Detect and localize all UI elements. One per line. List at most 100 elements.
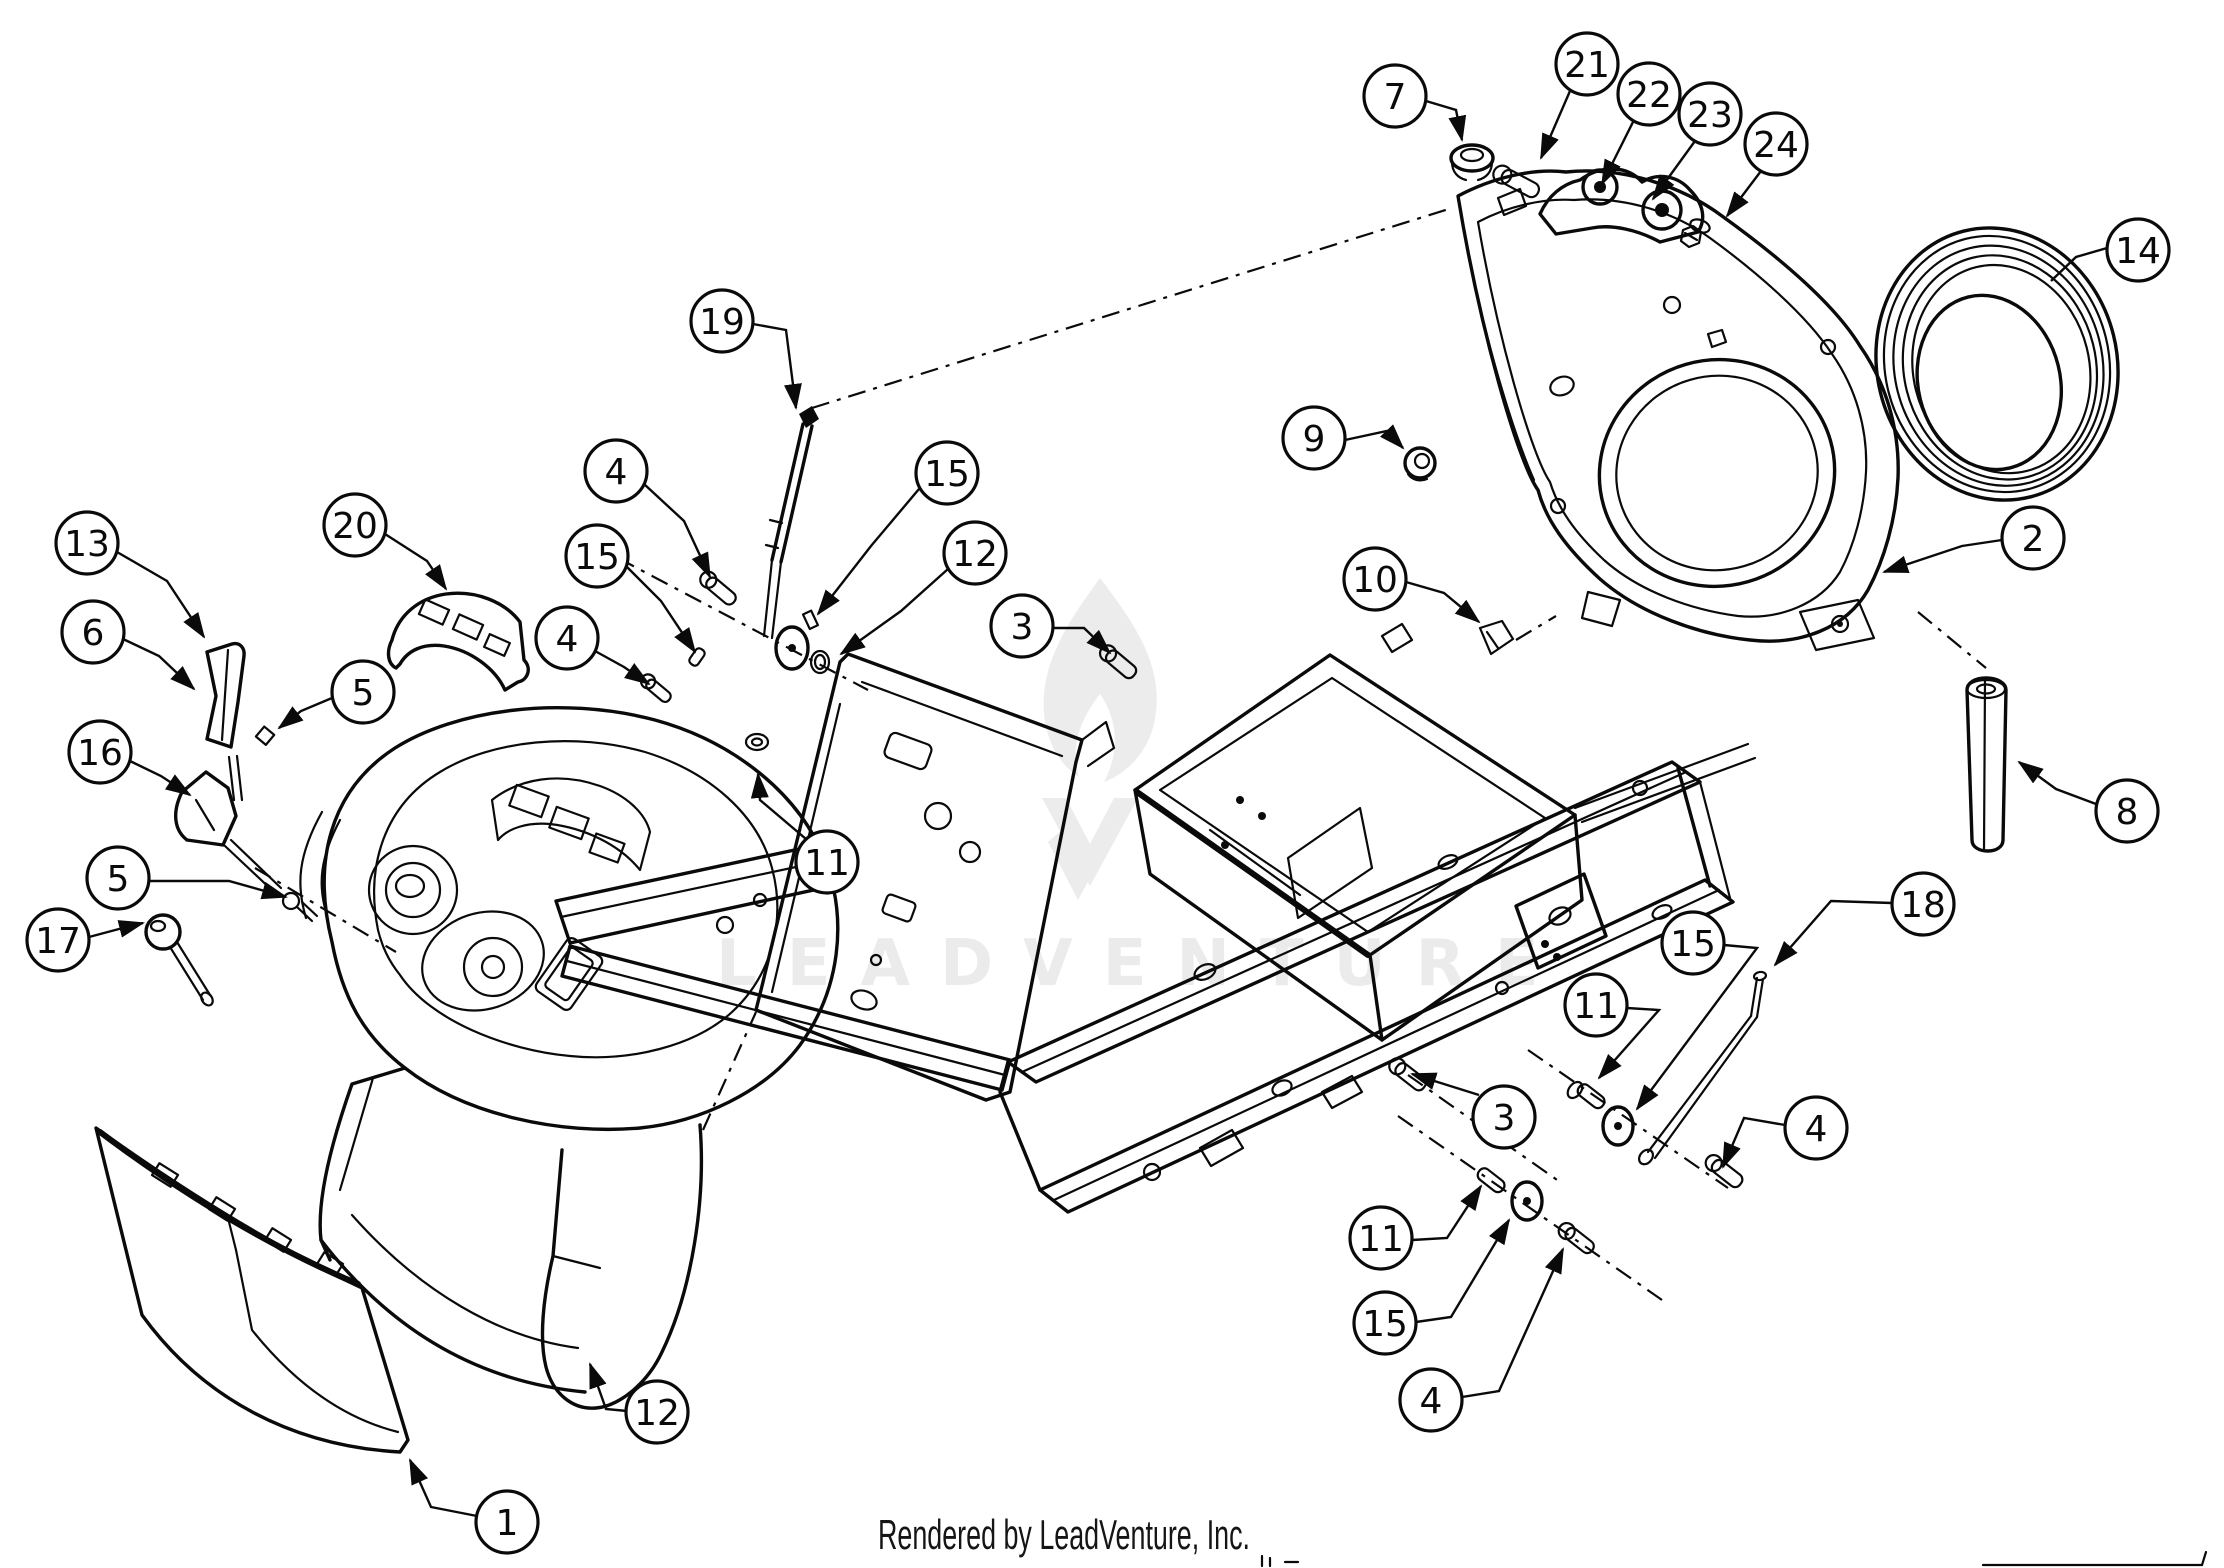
callout-leader: [816, 488, 920, 616]
callout-bubble[interactable]: [583, 438, 649, 504]
part-fan-housing-plate: [1456, 167, 1900, 652]
callout-number: 12: [952, 534, 998, 575]
callout-leader: [1597, 1006, 1662, 1080]
callout-3[interactable]: 3: [1410, 1072, 1537, 1150]
callout-bubble[interactable]: [1783, 1095, 1849, 1161]
callout-bubble[interactable]: [1677, 81, 1743, 147]
callout-14[interactable]: 14: [2050, 217, 2171, 283]
callout-21[interactable]: 21: [1539, 31, 1620, 160]
ignition-ring: [367, 844, 459, 936]
callout-11[interactable]: 11: [1563, 972, 1662, 1080]
callout-9[interactable]: 9: [1281, 405, 1405, 471]
callout-15[interactable]: 15: [1635, 910, 1760, 1111]
callout-bubble[interactable]: [794, 829, 860, 895]
callout-leader: [1425, 99, 1467, 142]
callout-number: 11: [1358, 1219, 1404, 1260]
callout-bubble[interactable]: [330, 659, 396, 725]
callout-bubble[interactable]: [1554, 31, 1620, 97]
callout-18[interactable]: 18: [1773, 871, 1956, 967]
callout-bubble[interactable]: [1890, 871, 1956, 937]
callout-12[interactable]: 12: [588, 1362, 690, 1445]
callout-bubble[interactable]: [1398, 1367, 1464, 1433]
callout-leader: [1721, 1116, 1786, 1169]
callout-number: 23: [1687, 95, 1733, 136]
callout-3[interactable]: 3: [989, 593, 1112, 659]
callout-bubble[interactable]: [474, 1489, 540, 1555]
callout-bubble[interactable]: [1362, 63, 1428, 129]
callout-bubble[interactable]: [1348, 1205, 1414, 1271]
callout-11[interactable]: 11: [1348, 1184, 1483, 1271]
callout-4[interactable]: 4: [1398, 1247, 1565, 1433]
callout-bubble[interactable]: [2105, 217, 2171, 283]
callout-bubble[interactable]: [942, 520, 1008, 586]
callout-bubble[interactable]: [1616, 61, 1682, 127]
callout-bubble[interactable]: [2094, 778, 2160, 844]
bolt-4: [699, 570, 737, 606]
callout-2[interactable]: 2: [1882, 505, 2066, 574]
callout-11[interactable]: 11: [750, 772, 860, 895]
callout-bubble[interactable]: [60, 599, 126, 665]
callout-bubble[interactable]: [67, 719, 133, 785]
callout-17[interactable]: 17: [25, 907, 145, 973]
callout-1[interactable]: 1: [408, 1458, 540, 1555]
callout-bubble[interactable]: [1660, 910, 1726, 976]
callout-number: 2: [2022, 519, 2045, 560]
callout-number: 3: [1011, 607, 1034, 648]
callout-bubble[interactable]: [534, 605, 600, 671]
callout-leader: [149, 879, 288, 900]
callout-bubble[interactable]: [322, 492, 388, 558]
callout-15[interactable]: 15: [816, 440, 980, 616]
callout-leader: [625, 565, 697, 654]
callout-6[interactable]: 6: [60, 599, 196, 691]
callout-number: 1: [496, 1503, 519, 1544]
callout-bubble[interactable]: [624, 1379, 690, 1445]
callout-5[interactable]: 5: [85, 845, 288, 911]
part-drive-ring: [1874, 226, 2120, 502]
callout-bubble[interactable]: [1352, 1290, 1418, 1356]
callout-4[interactable]: 4: [1721, 1095, 1849, 1169]
callout-bubble[interactable]: [25, 907, 91, 973]
callout-20[interactable]: 20: [322, 492, 448, 591]
callout-4[interactable]: 4: [534, 605, 651, 686]
callout-24[interactable]: 24: [1725, 111, 1809, 218]
callout-15[interactable]: 15: [564, 523, 697, 654]
callout-10[interactable]: 10: [1342, 546, 1481, 624]
callout-bubble[interactable]: [85, 845, 151, 911]
callout-12[interactable]: 12: [839, 520, 1008, 656]
callout-number: 7: [1384, 77, 1407, 118]
callout-15[interactable]: 15: [1352, 1218, 1511, 1356]
callout-19[interactable]: 19: [689, 288, 802, 410]
callout-leader: [129, 759, 192, 797]
callout-bubble[interactable]: [989, 593, 1055, 659]
callout-number: 24: [1753, 125, 1799, 166]
callout-bubble[interactable]: [1471, 1084, 1537, 1150]
callout-bubble[interactable]: [1342, 546, 1408, 612]
callout-number: 14: [2115, 231, 2161, 272]
callout-number: 15: [1670, 924, 1716, 965]
callout-5[interactable]: 5: [277, 659, 396, 730]
callout-number: 4: [605, 452, 628, 493]
callout-bubble[interactable]: [689, 288, 755, 354]
callout-13[interactable]: 13: [54, 510, 206, 639]
callout-bubble[interactable]: [914, 440, 980, 506]
callout-16[interactable]: 16: [67, 719, 192, 797]
callout-bubble[interactable]: [1281, 405, 1347, 471]
callout-leader: [277, 696, 333, 730]
callout-leader: [1405, 580, 1481, 624]
callout-7[interactable]: 7: [1362, 63, 1467, 142]
callout-bubble[interactable]: [564, 523, 630, 589]
callout-bubble[interactable]: [1563, 972, 1629, 1038]
callout-bubble[interactable]: [1743, 111, 1809, 177]
callout-23[interactable]: 23: [1651, 81, 1743, 201]
part-flange-nut: [1679, 224, 1703, 249]
callout-bubble[interactable]: [2000, 505, 2066, 571]
callout-8[interactable]: 8: [2017, 760, 2160, 844]
callout-leader: [408, 1458, 478, 1518]
pin-15: [801, 609, 820, 631]
callout-22[interactable]: 22: [1600, 61, 1682, 186]
callout-bubble[interactable]: [54, 510, 120, 576]
callout-4[interactable]: 4: [583, 438, 712, 579]
